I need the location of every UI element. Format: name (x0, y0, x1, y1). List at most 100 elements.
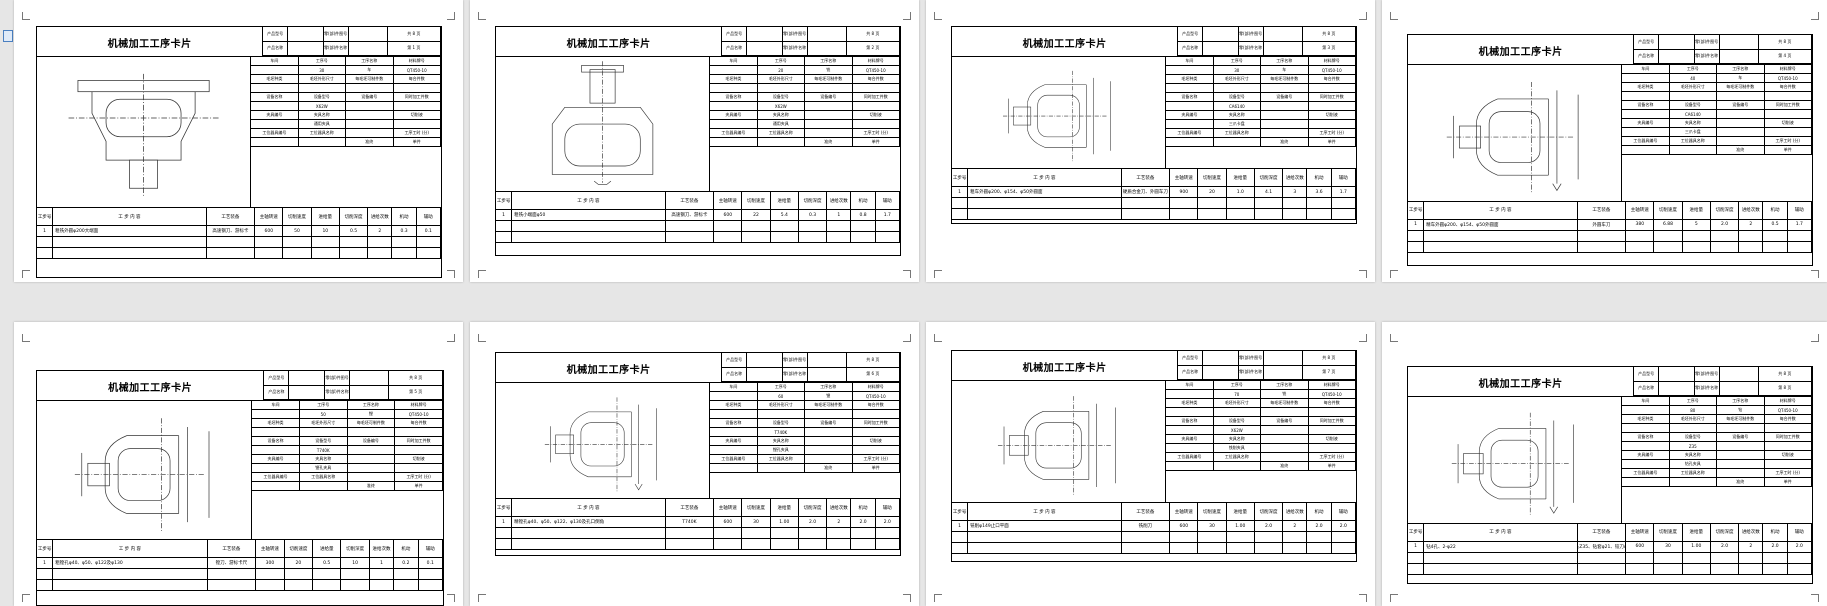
step-v: 30 (742, 517, 771, 528)
unit-label: 单件 (1308, 462, 1356, 471)
process-name-value: 车 (346, 66, 394, 75)
blank-cell (1255, 209, 1284, 220)
blank-cell (1122, 209, 1171, 220)
blank-cell (299, 428, 348, 437)
step-i: 2 (1283, 521, 1308, 532)
card-title: 机械加工工序卡片 (496, 27, 723, 57)
blank-cell (256, 569, 285, 580)
unit-label: 单件 (852, 138, 900, 147)
step-v: 30 (1198, 521, 1227, 532)
crop-mark (1811, 594, 1819, 602)
blank-cell (298, 138, 347, 147)
blank-type-label: 毛坯种类 (710, 401, 758, 410)
equip-model-value: X62W (1213, 426, 1262, 435)
steps-header-aux-label: 辅助 (417, 208, 441, 225)
blank-cell (370, 569, 395, 580)
steps-header-equipment-label: 工艺装备 (1578, 201, 1627, 219)
step-v: 20 (1198, 187, 1227, 198)
blank-cell (394, 569, 419, 580)
blank-cell (1424, 563, 1578, 574)
process-name-label: 工序名称 (1717, 65, 1765, 74)
document-icon[interactable] (3, 30, 13, 42)
blank-cell (340, 248, 369, 258)
equip-name-label: 设备名称 (710, 93, 758, 102)
blank-cell (757, 84, 806, 93)
step-ap: 10 (341, 558, 370, 569)
blank-cell (876, 528, 900, 539)
equip-name-label: 设备名称 (1166, 417, 1214, 426)
blank-cell (1764, 460, 1812, 469)
blank-cell (799, 539, 828, 550)
crop-mark (1811, 12, 1819, 20)
step-tool: T740K (666, 517, 715, 528)
blank-cell (710, 84, 758, 93)
equip-model-value: Z35 (1669, 442, 1718, 451)
card-meta: 产品型号零(部)件图号共 8 页产品名称零(部)件名称第 7 页 (1178, 351, 1356, 380)
material-value: QT450-10 (1308, 66, 1356, 75)
blank-cell (1717, 128, 1765, 137)
blank-cell (417, 237, 441, 247)
blank-cell (1122, 532, 1171, 543)
blank-cell (1622, 92, 1670, 101)
blank-cell (419, 569, 443, 580)
table-row (1408, 241, 1812, 253)
blank-cell (419, 580, 443, 591)
steps-header-cut-speed-label: 切削速度 (1654, 523, 1683, 541)
process-no-value: 60 (757, 392, 806, 401)
equip-no-label: 设备编号 (1261, 417, 1309, 426)
blank-cell (1261, 102, 1309, 111)
step-f: 1.00 (1227, 521, 1255, 532)
equip-model-label: 设备型号 (757, 93, 806, 102)
std-time-label: 工序工时 (分) (852, 455, 900, 464)
card-title: 机械加工工序卡片 (37, 27, 264, 57)
blank-size-label: 毛坯外形尺寸 (757, 75, 806, 84)
steps-header-mach-label: 机动 (1307, 169, 1332, 187)
workshop-label: 车间 (251, 57, 299, 66)
drawing-line (1552, 183, 1562, 192)
step-n: 600 (1626, 541, 1655, 552)
blank-cell (1578, 563, 1627, 574)
process-no-value: 70 (1213, 390, 1262, 399)
blank-count-label: 每毛坯可制件数 (1261, 75, 1309, 84)
prep-label: 准终 (347, 482, 396, 491)
workshop-label: 车间 (252, 401, 300, 410)
blank-cell (1764, 92, 1812, 101)
part-drawing (496, 383, 711, 499)
product-model-label: 产品型号 (1634, 367, 1660, 382)
blank-cell (851, 221, 876, 232)
blank-cell (799, 221, 828, 232)
blank-cell (1255, 532, 1284, 543)
fixture-name-value: 三爪卡盘 (1669, 128, 1718, 137)
blank-cell (346, 120, 394, 129)
card-title: 机械加工工序卡片 (1408, 35, 1635, 65)
crop-mark (934, 594, 942, 602)
steps-header-depth-label: 切削深度 (341, 540, 370, 558)
blank-cell (771, 221, 799, 232)
blank-cell (666, 221, 715, 232)
process-card: 机械加工工序卡片产品型号零(部)件图号共 8 页产品名称零(部)件名称第 6 页… (495, 352, 901, 556)
card-title: 机械加工工序卡片 (1408, 367, 1635, 397)
blank-cell (255, 248, 284, 258)
blank-size-label: 毛坯外形尺寸 (757, 401, 806, 410)
coolant-label: 切削液 (852, 437, 900, 446)
blank-cell (207, 248, 256, 258)
blank-type-label: 毛坯种类 (251, 75, 299, 84)
blank-cell (512, 221, 666, 232)
blank-cell (285, 580, 314, 591)
fixture-name-value: 铣削夹具 (1213, 444, 1262, 453)
blank-cell (805, 437, 853, 446)
blank-cell (1659, 35, 1695, 50)
table-row (1408, 230, 1812, 242)
process-name-label: 工序名称 (805, 383, 853, 392)
sheet-current: 第 7 页 (1302, 365, 1356, 380)
blank-cell (1659, 49, 1695, 64)
step-no: 1 (1408, 541, 1425, 552)
station-tool-no-label: 工位器具编号 (252, 473, 300, 482)
blank-cell (1166, 426, 1214, 435)
sheet-total: 共 8 页 (1758, 367, 1812, 382)
step-desc: 粗铣小端面φ50 (512, 210, 666, 221)
blank-cell (1263, 27, 1303, 42)
blank-cell (952, 532, 969, 543)
